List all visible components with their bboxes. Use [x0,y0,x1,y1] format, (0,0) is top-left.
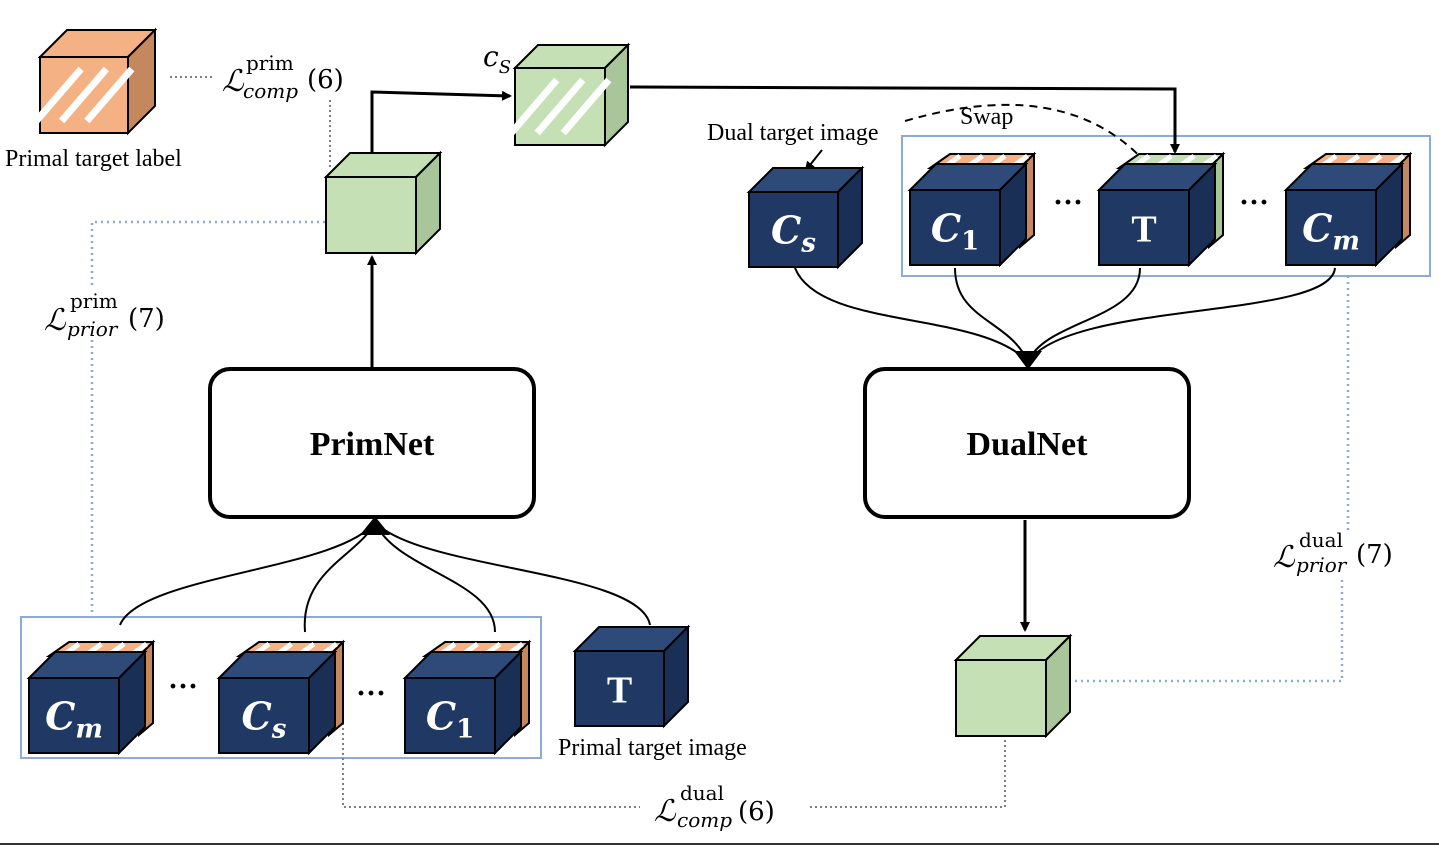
cs-top-label: cS [483,40,511,78]
primal-context-group [20,616,542,759]
primnet-input-curves [119,516,651,633]
comp-dual-left [342,718,640,808]
primal-target-label-cube [33,27,158,136]
dual-cm-cube-image-label: Cm [1302,206,1360,257]
dual-t-cube: T [1096,151,1226,268]
prim-t-cube: T [572,624,691,729]
prim-cm-cube-image: Cm [26,649,148,756]
primnet-label: PrimNet [310,426,435,463]
prim-cs-cube-image-label: Cs [242,694,287,745]
prim-t-cube-label: T [607,670,632,712]
svg-text:prior: prior [1296,553,1348,577]
loss-comp-prim: ℒ prim comp (6) [222,51,344,103]
loss-connectors [90,76,1350,808]
dualnet-input-curves [794,267,1336,370]
svg-text:dual: dual [1299,528,1343,552]
dual-cs-cube: Cs [746,165,865,270]
dual-ellipsis-1: ··· [1053,186,1083,219]
cs-green-cube [508,42,631,148]
cs-to-swap-arrow [629,85,1180,154]
svg-text:ℒ: ℒ [44,303,67,338]
comp-dual-right [810,738,1006,808]
loss-prior-dual: ℒ dual prior (7) [1273,528,1393,577]
svg-text:prior: prior [67,317,119,341]
prim-c1-cube: C1 [402,639,532,756]
primnet-output-cube [323,150,443,256]
svg-text:dual: dual [680,781,724,805]
svg-text:(6): (6) [307,65,344,95]
prim-cm-cube-image-label: Cm [45,694,103,745]
svg-text:comp: comp [243,79,298,103]
dual-ellipsis-2: ··· [1239,186,1269,219]
swap-dashed-arrow [904,103,1162,182]
prior-prim-top [90,220,325,285]
dual-c1-cube-image-label: C1 [931,206,979,257]
svg-text:(6): (6) [738,797,775,827]
loss-prior-prim: ℒ prim prior (7) [44,289,165,341]
svg-text:(7): (7) [128,304,165,334]
prim-c1-cube-image: C1 [402,649,524,756]
svg-text:prim: prim [246,51,294,75]
primal-target-label-cube-stripes [33,66,135,124]
primal-target-image-text: Primal target image [558,735,747,761]
prim-ellipsis-1: ··· [168,670,198,703]
loss-comp-dual: ℒ dual comp (6) [654,781,775,832]
prim-c1-cube-image-label: C1 [426,694,474,745]
dual-cm-cube-image: Cm [1283,161,1405,268]
dual-cm-cube: Cm [1283,151,1413,268]
dual-c1-cube-image: C1 [907,161,1029,268]
svg-text:ℒ: ℒ [1273,540,1296,575]
dualnet-box [863,367,1191,519]
prim-ellipsis-2: ··· [356,677,386,710]
svg-text:ℒ: ℒ [654,794,677,829]
dualnet-output-cube [953,633,1073,739]
prior-dual-bottom [1075,580,1344,683]
prim-cs-cube: Cs [216,639,346,756]
cs-green-cube-stripes [508,77,612,136]
dual-t-cube-image-label: T [1131,209,1156,251]
primal-target-label-text: Primal target label [5,146,182,172]
svg-text:comp: comp [677,808,732,832]
primnet-box [208,367,536,519]
flow-arrows [367,85,1180,632]
dual-t-cube-image: T [1096,161,1218,268]
output-to-cs-arrow [370,90,512,163]
prim-cm-cube: Cm [26,639,156,756]
svg-text:ℒ: ℒ [222,64,245,99]
dual-c1-cube: C1 [907,151,1037,268]
dual-context-group [901,135,1431,277]
swap-text: Swap [960,104,1013,130]
prim-cs-cube-image: Cs [216,649,338,756]
svg-text:(7): (7) [1356,540,1393,570]
dualnet-label: DualNet [967,426,1089,463]
dual-cs-cube-label: Cs [771,208,816,259]
svg-text:prim: prim [70,289,118,313]
dual-target-image-text: Dual target image [707,120,879,146]
dual-target-pointer [804,149,823,172]
